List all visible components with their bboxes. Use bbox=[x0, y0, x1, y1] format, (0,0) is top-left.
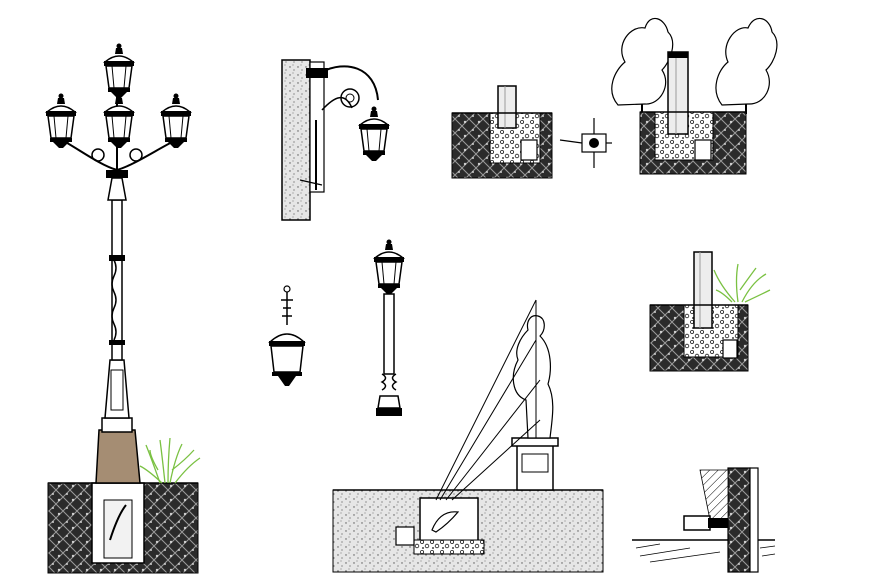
pendant-lantern bbox=[268, 285, 306, 386]
tall-candelabra-lamp-post bbox=[45, 42, 201, 574]
bollard-with-trees-section bbox=[611, 17, 778, 175]
shrub-icon bbox=[139, 437, 201, 484]
bollard-with-shrub-section bbox=[649, 251, 771, 372]
statue-uplight-section bbox=[332, 299, 604, 573]
wall-mounted-lantern bbox=[281, 59, 390, 221]
statue-icon bbox=[512, 315, 554, 439]
bollard-foundation-section bbox=[451, 85, 553, 179]
wall-floodlight-detail bbox=[632, 467, 776, 573]
short-lamp-post bbox=[373, 238, 405, 416]
bollard-plan-detail bbox=[559, 118, 612, 168]
